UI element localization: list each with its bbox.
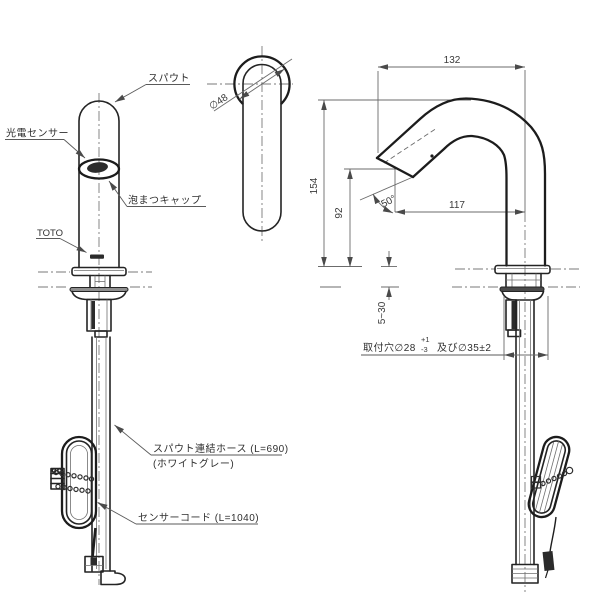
dim-117: 117 xyxy=(449,200,465,211)
top-view: ∅48 xyxy=(207,46,293,241)
label-toto: TOTO xyxy=(37,228,63,239)
hose-coil xyxy=(60,435,98,530)
side-cord-plug xyxy=(542,551,555,571)
note-hole-suffix: 及び∅35±2 xyxy=(437,342,491,354)
toto-mark xyxy=(90,254,104,259)
sensor-cord-line xyxy=(91,527,97,558)
side-gasket xyxy=(499,286,545,292)
sensor-window xyxy=(87,162,108,173)
dim-154: 154 xyxy=(309,177,320,194)
side-chain xyxy=(530,466,574,489)
label-spout-hose: スパウト連結ホース (L=690) xyxy=(153,442,289,455)
side-hose-coil xyxy=(527,435,571,519)
spout-outlet-face xyxy=(375,156,415,179)
hose-end-fitting xyxy=(100,570,126,586)
side-gasket-dome xyxy=(501,290,545,301)
aerator-cap-ring xyxy=(77,158,121,180)
spout-capsule xyxy=(242,63,282,232)
label-photoelectric-sensor: 光電センサー xyxy=(6,127,69,140)
cord-plug xyxy=(84,555,104,573)
note-hole-prefix: 取付穴∅28 xyxy=(363,341,416,354)
front-flange xyxy=(71,266,127,277)
chain xyxy=(53,469,95,494)
side-cord-line xyxy=(549,516,557,553)
note-hole-tol-plus: +1 xyxy=(421,335,430,344)
spout-detail-dot xyxy=(430,154,434,158)
front-gasket xyxy=(69,287,129,292)
label-sensor-cord: センサーコード (L=1040) xyxy=(138,512,259,524)
spout-outer-profile xyxy=(375,97,547,267)
side-view: 132 154 92 117 50° 5~30 xyxy=(309,55,580,592)
front-view-labels: スパウト 光電センサー 泡まつキャップ TOTO スパウト連結ホース (L=69… xyxy=(5,73,289,525)
dim-5-30: 5~30 xyxy=(377,301,388,324)
label-spout: スパウト xyxy=(148,73,190,85)
note-hole-tol-minus: -3 xyxy=(421,345,428,354)
dim-diameter-48: ∅48 xyxy=(208,92,231,112)
front-view xyxy=(38,93,152,586)
dim-132: 132 xyxy=(444,55,461,66)
cap-circle xyxy=(233,55,291,105)
side-flange xyxy=(494,264,551,275)
label-spout-hose-color: (ホワイトグレー) xyxy=(153,457,234,470)
label-aerator-cap: 泡まつキャップ xyxy=(128,194,202,207)
spout-inner-profile xyxy=(411,134,508,267)
dim-92: 92 xyxy=(334,207,345,219)
faucet-body-outline xyxy=(78,100,120,269)
